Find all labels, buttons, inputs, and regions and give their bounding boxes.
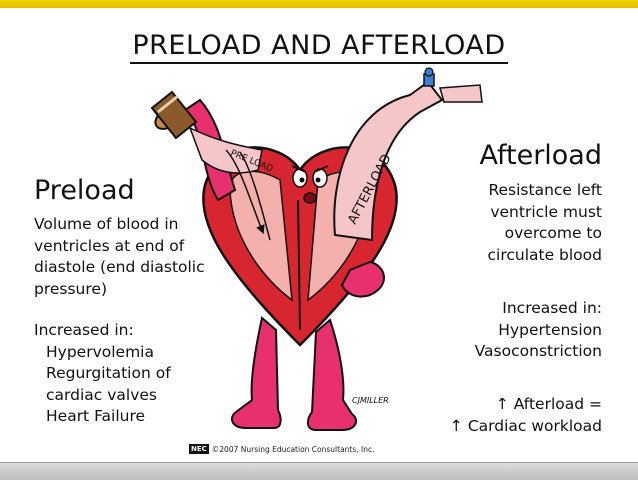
nec-logo: NEC [189, 444, 209, 454]
preload-heading: Preload [34, 175, 135, 206]
pouring-can-icon [150, 90, 198, 140]
afterload-description-line: overcome to [504, 224, 602, 242]
bottom-bar [0, 462, 638, 480]
heart-septum [297, 199, 301, 331]
preload-increased-list: Increased in: Hypervolemia Regurgitation… [34, 320, 171, 428]
preload-increased-item: Regurgitation of [46, 364, 171, 382]
afterload-increased-item: Hypertension [498, 320, 602, 339]
afterload-description-line: Resistance left [488, 181, 602, 199]
preload-description-line: ventricles at end of [34, 236, 185, 255]
heart-face [291, 165, 329, 204]
right-leg [306, 318, 358, 431]
afterload-tube [333, 80, 444, 242]
afterload-increased-list: Increased in: Hypertension Vasoconstrict… [475, 298, 602, 363]
copyright-text: ©2007 Nursing Education Consultants, Inc… [211, 444, 375, 454]
page-title: PRELOAD AND AFTERLOAD [0, 30, 638, 64]
preload-increased-label: Increased in: [34, 321, 134, 339]
valve-icon [423, 67, 435, 87]
preload-increased-item: Heart Failure [46, 407, 146, 425]
afterload-description: Resistance left ventricle must overcome … [487, 180, 602, 266]
left-leg [230, 316, 282, 429]
preload-description: Volume of blood in ventricles at end of … [34, 214, 205, 300]
top-accent-bar [0, 0, 638, 8]
afterload-increased-item: Vasoconstriction [474, 342, 602, 360]
copyright-notice: NEC ©2007 Nursing Education Consultants,… [189, 444, 375, 454]
preload-description-line: Volume of blood in [34, 215, 179, 233]
preload-increased-item: cardiac valves [46, 385, 157, 404]
afterload-effect-line: ↑ Afterload = [495, 395, 602, 413]
preload-increased-item: Hypervolemia [46, 342, 154, 361]
heart-chamber-left [229, 170, 293, 302]
afterload-heading: Afterload [479, 140, 602, 171]
page-title-text: PRELOAD AND AFTERLOAD [130, 30, 508, 64]
afterload-effect: ↑ Afterload = ↑ Cardiac workload [450, 394, 602, 437]
preload-description-line: diastole (end diastolic [34, 258, 205, 276]
preload-description-line: pressure) [34, 279, 107, 298]
afterload-description-line: ventricle must [490, 202, 602, 221]
artist-signature: CJMILLER [352, 396, 389, 405]
afterload-increased-label: Increased in: [502, 299, 602, 317]
right-arm [340, 260, 385, 298]
afterload-effect-line: ↑ Cardiac workload [449, 416, 602, 435]
afterload-description-line: circulate blood [487, 245, 602, 264]
